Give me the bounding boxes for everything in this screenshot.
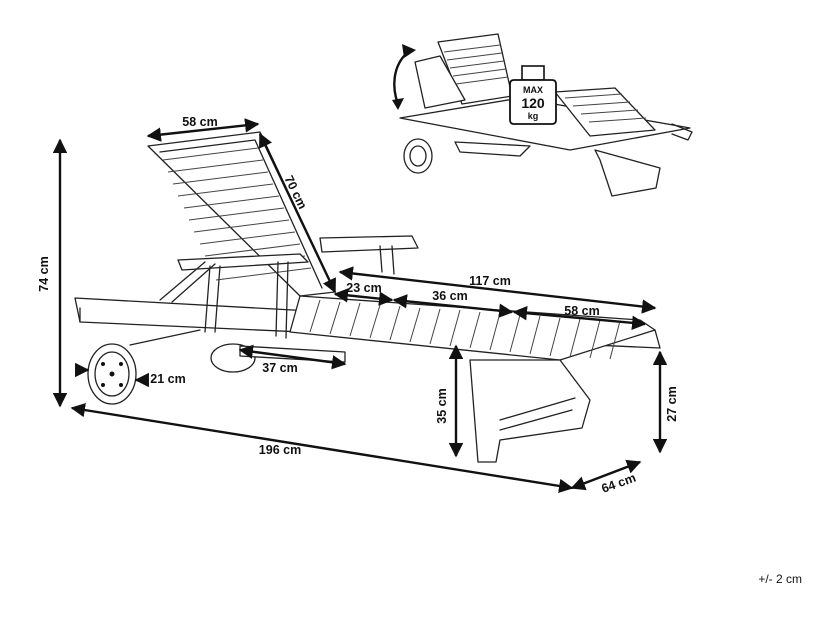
dimension-segment-1: 23 cm xyxy=(333,281,394,306)
label-segment-2: 36 cm xyxy=(432,289,467,303)
max-load-unit: kg xyxy=(528,111,539,121)
max-load-value: 120 xyxy=(521,95,545,111)
dimension-tray-length: 37 cm xyxy=(238,344,347,375)
label-overall-height: 74 cm xyxy=(37,256,51,291)
label-segment-1: 23 cm xyxy=(346,281,381,295)
dimension-leg-height: 35 cm xyxy=(435,344,464,458)
tolerance-note: +/- 2 cm xyxy=(758,572,802,586)
label-leg-height: 35 cm xyxy=(435,388,449,423)
dimension-seat-length: 117 cm xyxy=(338,266,657,314)
dimension-segment-2: 36 cm xyxy=(392,289,514,318)
dimension-backrest-width: 58 cm xyxy=(146,115,260,142)
dimension-overall-length: 196 cm xyxy=(70,402,574,494)
label-seat-length: 117 cm xyxy=(469,274,511,288)
dimension-seat-height: 27 cm xyxy=(652,350,679,454)
label-overall-length: 196 cm xyxy=(259,443,301,457)
label-wheel-diameter: 21 cm xyxy=(150,372,185,386)
dimension-overall-width: 64 cm xyxy=(570,459,642,496)
label-seat-height: 27 cm xyxy=(665,386,679,421)
dimension-segment-3: 58 cm xyxy=(512,304,647,330)
dimension-wheel-diameter: 21 cm xyxy=(75,362,186,388)
dimension-overall-height: 74 cm xyxy=(37,138,68,408)
max-load-badge: MAX 120 kg xyxy=(509,65,557,125)
label-tray-length: 37 cm xyxy=(262,361,297,375)
max-label: MAX xyxy=(523,85,543,95)
wheel xyxy=(87,343,137,405)
label-backrest-width: 58 cm xyxy=(182,115,217,129)
label-segment-3: 58 cm xyxy=(564,304,599,318)
